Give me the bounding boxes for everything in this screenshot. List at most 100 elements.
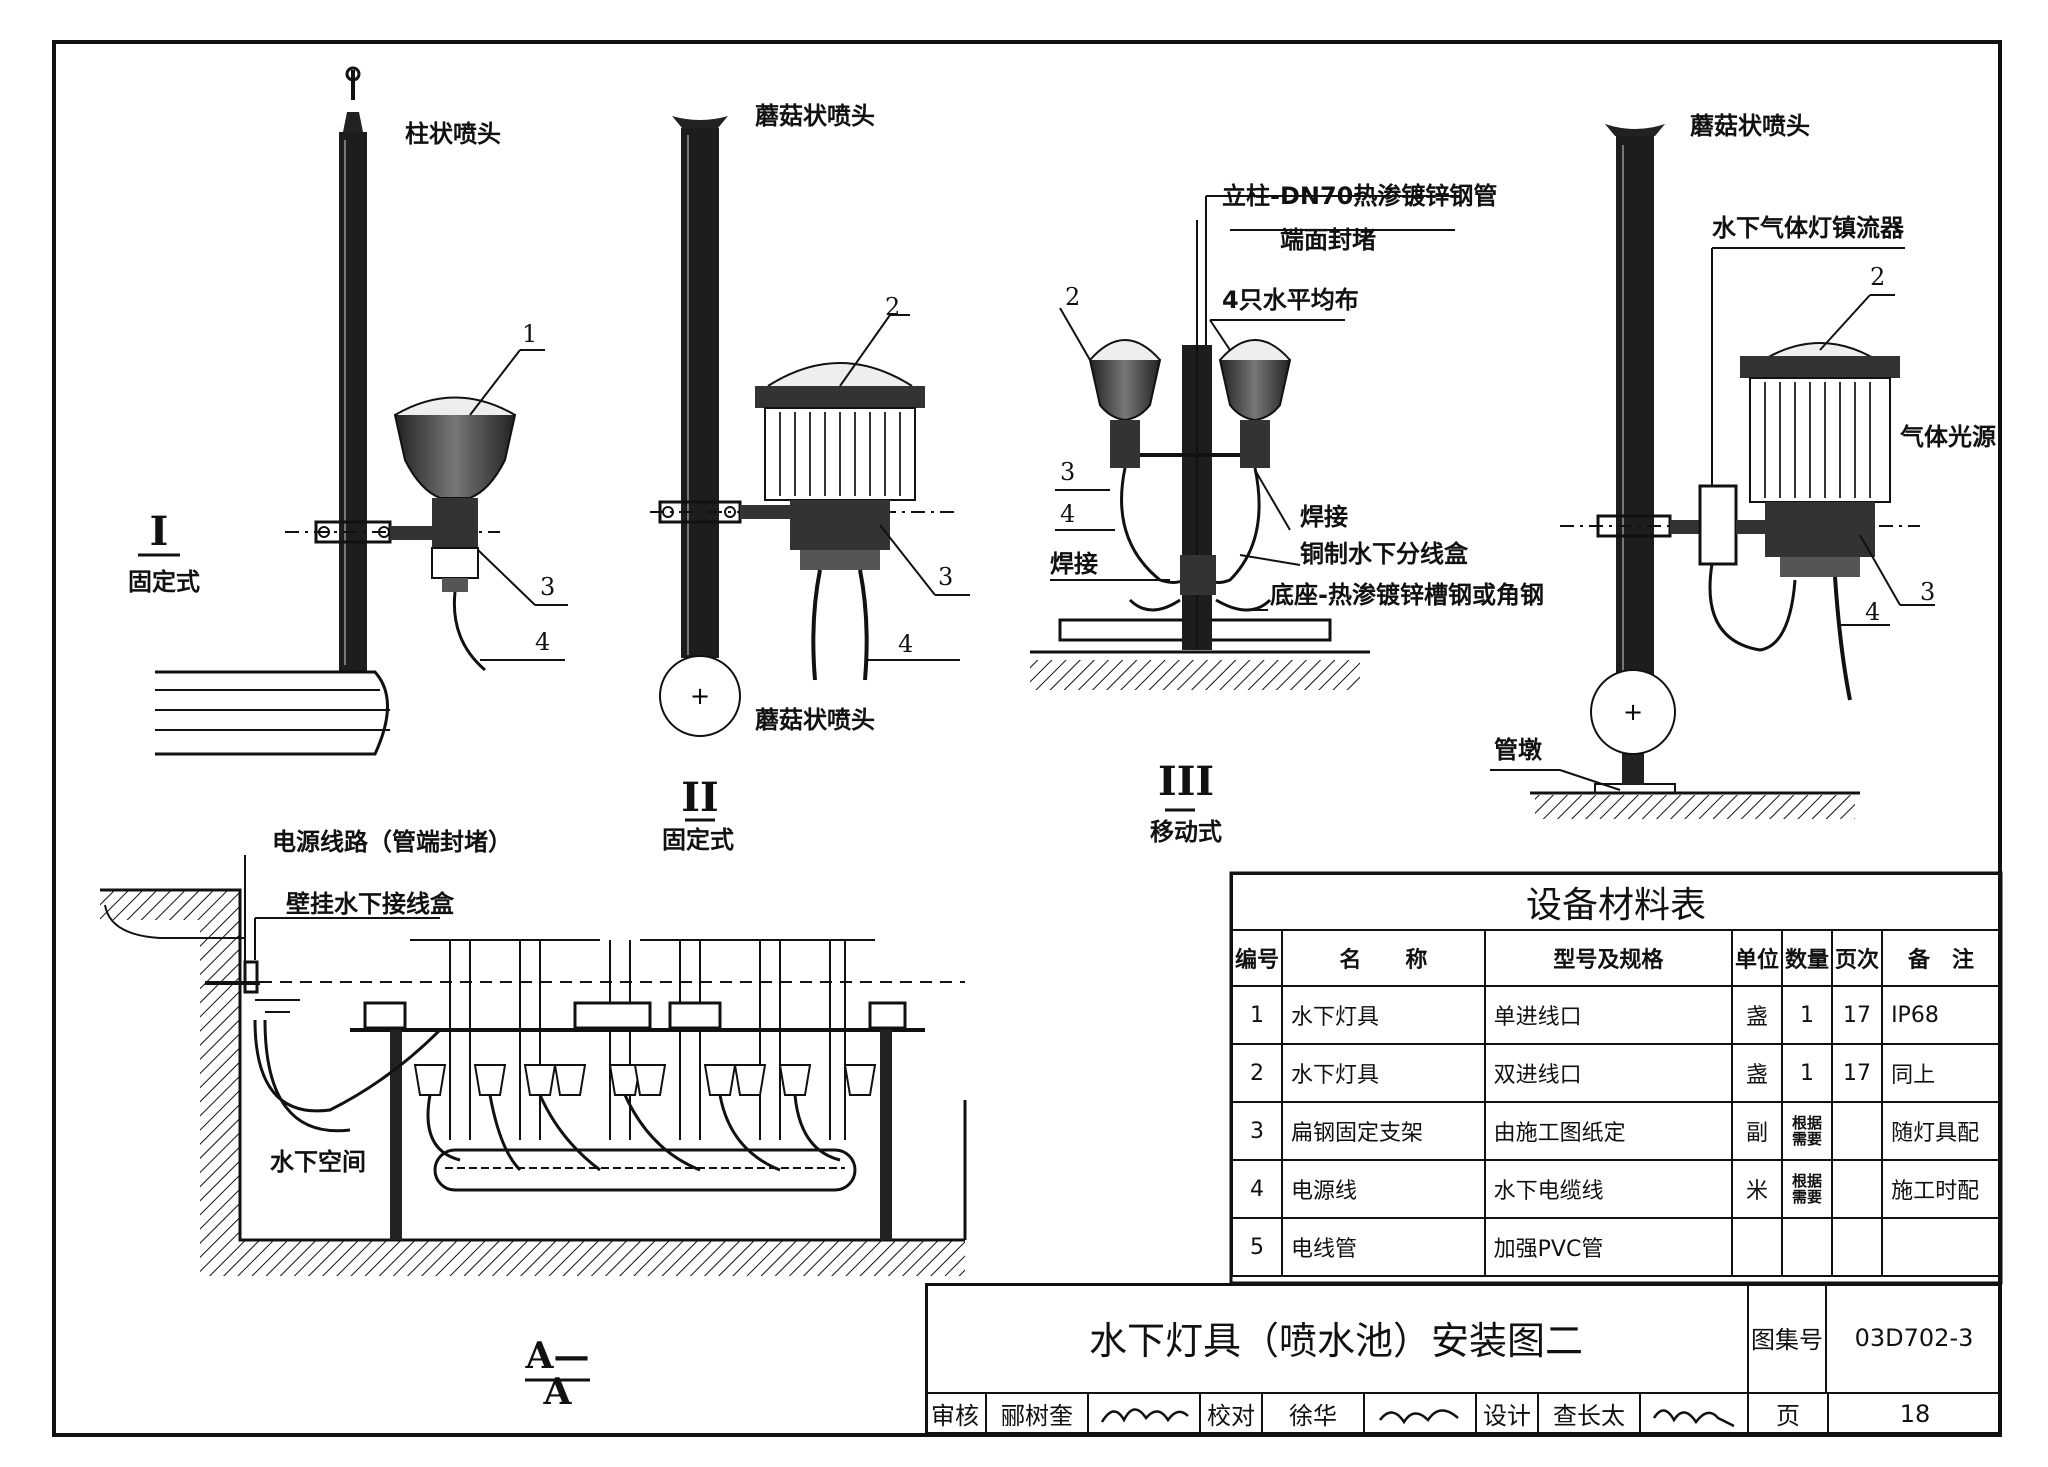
cell-name: 扁钢固定支架 <box>1281 1101 1486 1161</box>
cell-spec: 由施工图纸定 <box>1483 1101 1734 1161</box>
sheet-frame <box>52 40 2002 1437</box>
cell-unit: 米 <box>1731 1159 1784 1219</box>
view-III-roman: III <box>1158 758 1215 805</box>
materials-table-title: 设备材料表 <box>1231 873 2001 931</box>
atlas-number: 03D702-3 <box>1854 1323 1974 1352</box>
atlas-label: 图集号 <box>1751 1326 1823 1354</box>
section-AA-wall-box-label: 壁挂水下接线盒 <box>286 890 454 918</box>
cell-qty: 1 <box>1781 985 1834 1045</box>
view-III-column-label: 立柱-DN70热渗镀锌钢管 <box>1222 182 1498 210</box>
view-IV-pier-label: 管墩 <box>1494 736 1542 764</box>
view-III-weld-right-label: 焊接 <box>1300 503 1348 531</box>
table-row: 4 电源线 水下电缆线 米 根据需要 施工时配 <box>1230 1159 2001 1219</box>
review-signature <box>1089 1392 1201 1435</box>
title-block-sign-row <box>925 1392 2001 1435</box>
review-name: 郦树奎 <box>987 1392 1089 1435</box>
materials-table-header-row: 编号 名 称 型号及规格 单位 数量 页次 备 注 <box>1230 929 2001 987</box>
cell-qty: 1 <box>1781 1043 1834 1103</box>
cell-note: 随灯具配 <box>1881 1101 2001 1161</box>
view-III-end-seal-label: 端面封堵 <box>1280 226 1376 254</box>
materials-table: 设备材料表 编号 名 称 型号及规格 单位 数量 页次 备 注 1 水下灯具 单… <box>1230 873 2001 1277</box>
drawing-title: 水下灯具（喷水池）安装图二 <box>1088 1319 1583 1363</box>
view-II-callout-3: 3 <box>938 563 954 591</box>
view-III-four-lights-label: 4只水平均布 <box>1222 286 1359 314</box>
view-IV-nozzle-label: 蘑菇状喷头 <box>1690 112 1810 140</box>
cell-number: 3 <box>1230 1101 1284 1161</box>
section-AA-power-line-label: 电源线路（管端封堵） <box>272 828 512 856</box>
view-I-callout-4: 4 <box>535 628 551 656</box>
cell-page: 17 <box>1831 985 1884 1045</box>
view-II-callout-2: 2 <box>885 293 901 321</box>
cell-unit <box>1731 1217 1784 1277</box>
col-header-qty: 数量 <box>1781 929 1834 987</box>
col-header-page: 页次 <box>1831 929 1884 987</box>
col-header-unit: 单位 <box>1731 929 1784 987</box>
view-IV-callout-2: 2 <box>1870 263 1886 291</box>
table-row: 1 水下灯具 单进线口 盏 1 17 IP68 <box>1230 985 2001 1045</box>
col-header-number: 编号 <box>1230 929 1284 987</box>
cell-page <box>1831 1217 1884 1277</box>
view-II-nozzle-label-bottom: 蘑菇状喷头 <box>755 706 875 734</box>
svg-text:+: + <box>1623 698 1643 726</box>
view-III-base-label: 底座-热渗镀锌槽钢或角钢 <box>1270 581 1544 609</box>
design-name: 查长太 <box>1539 1392 1641 1435</box>
cell-spec: 双进线口 <box>1483 1043 1734 1103</box>
view-I-caption: 固定式 <box>128 568 200 596</box>
view-I-nozzle-label: 柱状喷头 <box>405 120 501 148</box>
check-name: 徐华 <box>1263 1392 1365 1435</box>
view-II-caption: 固定式 <box>662 826 734 854</box>
cell-name: 电线管 <box>1281 1217 1486 1277</box>
view-II-callout-4: 4 <box>898 630 914 658</box>
table-row: 3 扁钢固定支架 由施工图纸定 副 根据需要 随灯具配 <box>1230 1101 2001 1161</box>
design-signature <box>1641 1392 1749 1435</box>
view-IV-ballast-label: 水下气体灯镇流器 <box>1712 214 1904 242</box>
check-signature <box>1365 1392 1477 1435</box>
cell-note: IP68 <box>1881 985 2001 1045</box>
view-I-roman: I <box>149 508 169 555</box>
cell-number: 5 <box>1230 1217 1284 1277</box>
view-II-roman: II <box>681 774 719 821</box>
view-III-caption: 移动式 <box>1150 818 1222 846</box>
col-header-name: 名 称 <box>1281 929 1486 987</box>
cell-page: 17 <box>1831 1043 1884 1103</box>
design-label: 设计 <box>1477 1392 1539 1435</box>
cell-note: 施工时配 <box>1881 1159 2001 1219</box>
title-block <box>925 1283 2001 1435</box>
view-I-drawing <box>138 66 568 756</box>
cell-name: 电源线 <box>1281 1159 1486 1219</box>
cell-note: 同上 <box>1881 1043 2001 1103</box>
view-III-callout-4: 4 <box>1060 500 1076 528</box>
table-row: 2 水下灯具 双进线口 盏 1 17 同上 <box>1230 1043 2001 1103</box>
cell-note <box>1881 1217 2001 1277</box>
view-IV-callout-3: 3 <box>1920 578 1936 606</box>
section-AA-drawing <box>100 855 967 1382</box>
view-II-drawing: + <box>650 116 970 822</box>
view-III-junction-box-label: 铜制水下分线盒 <box>1300 540 1468 568</box>
cell-qty: 根据需要 <box>1781 1159 1834 1219</box>
cell-page <box>1831 1159 1884 1219</box>
view-III-callout-2: 2 <box>1065 283 1081 311</box>
cell-spec: 水下电缆线 <box>1483 1159 1734 1219</box>
cell-qty <box>1781 1217 1834 1277</box>
cell-number: 4 <box>1230 1159 1284 1219</box>
svg-text:+: + <box>690 682 710 710</box>
view-IV-callout-4: 4 <box>1865 598 1881 626</box>
cell-name: 水下灯具 <box>1281 1043 1486 1103</box>
check-label: 校对 <box>1201 1392 1263 1435</box>
page-number: 18 <box>1899 1399 1931 1428</box>
section-AA-title: A—A <box>525 1335 590 1413</box>
review-label: 审核 <box>925 1392 987 1435</box>
cell-unit: 盏 <box>1731 1043 1784 1103</box>
cell-name: 水下灯具 <box>1281 985 1486 1045</box>
cell-spec: 加强PVC管 <box>1483 1217 1734 1277</box>
cell-qty: 根据需要 <box>1781 1101 1834 1161</box>
view-I-callout-3: 3 <box>540 573 556 601</box>
cell-page <box>1831 1101 1884 1161</box>
cell-unit: 副 <box>1731 1101 1784 1161</box>
view-IV-gas-source-label: 气体光源 <box>1900 423 1996 451</box>
view-II-nozzle-label-top: 蘑菇状喷头 <box>755 102 875 130</box>
table-row: 5 电线管 加强PVC管 <box>1230 1217 2001 1277</box>
col-header-spec: 型号及规格 <box>1483 929 1734 987</box>
cell-number: 2 <box>1230 1043 1284 1103</box>
